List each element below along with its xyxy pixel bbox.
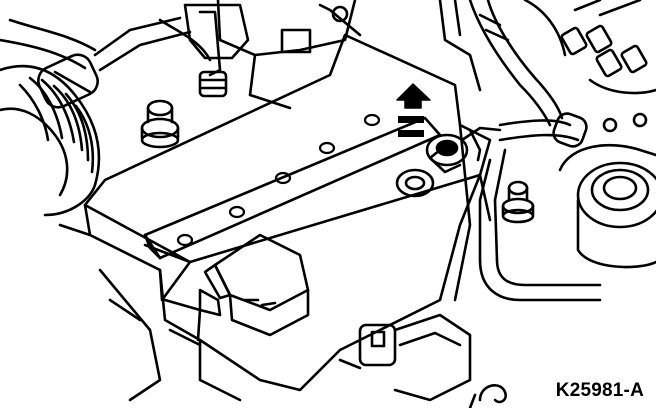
battery-housing <box>83 33 492 402</box>
coolant-pipe <box>478 112 602 302</box>
hex-bolt-right <box>501 180 535 224</box>
sensor-housing <box>158 3 250 98</box>
air-intake-duct <box>0 18 101 217</box>
strut-mount <box>558 112 656 269</box>
electrical-connector <box>163 233 310 347</box>
dash-marker-icon <box>398 116 424 137</box>
fuse-connector-cluster <box>560 0 656 95</box>
hex-bolt <box>140 99 180 149</box>
lower-left-bracket <box>58 223 162 402</box>
wiring-harness <box>438 0 567 127</box>
figure-code-label: K25981-A <box>555 380 644 401</box>
upper-bracket <box>216 0 362 110</box>
wire-clip <box>468 384 507 408</box>
arrow-up-icon <box>396 83 431 109</box>
lower-connector <box>338 313 472 402</box>
mounting-washer <box>395 168 435 198</box>
battery-terminal <box>425 126 502 174</box>
